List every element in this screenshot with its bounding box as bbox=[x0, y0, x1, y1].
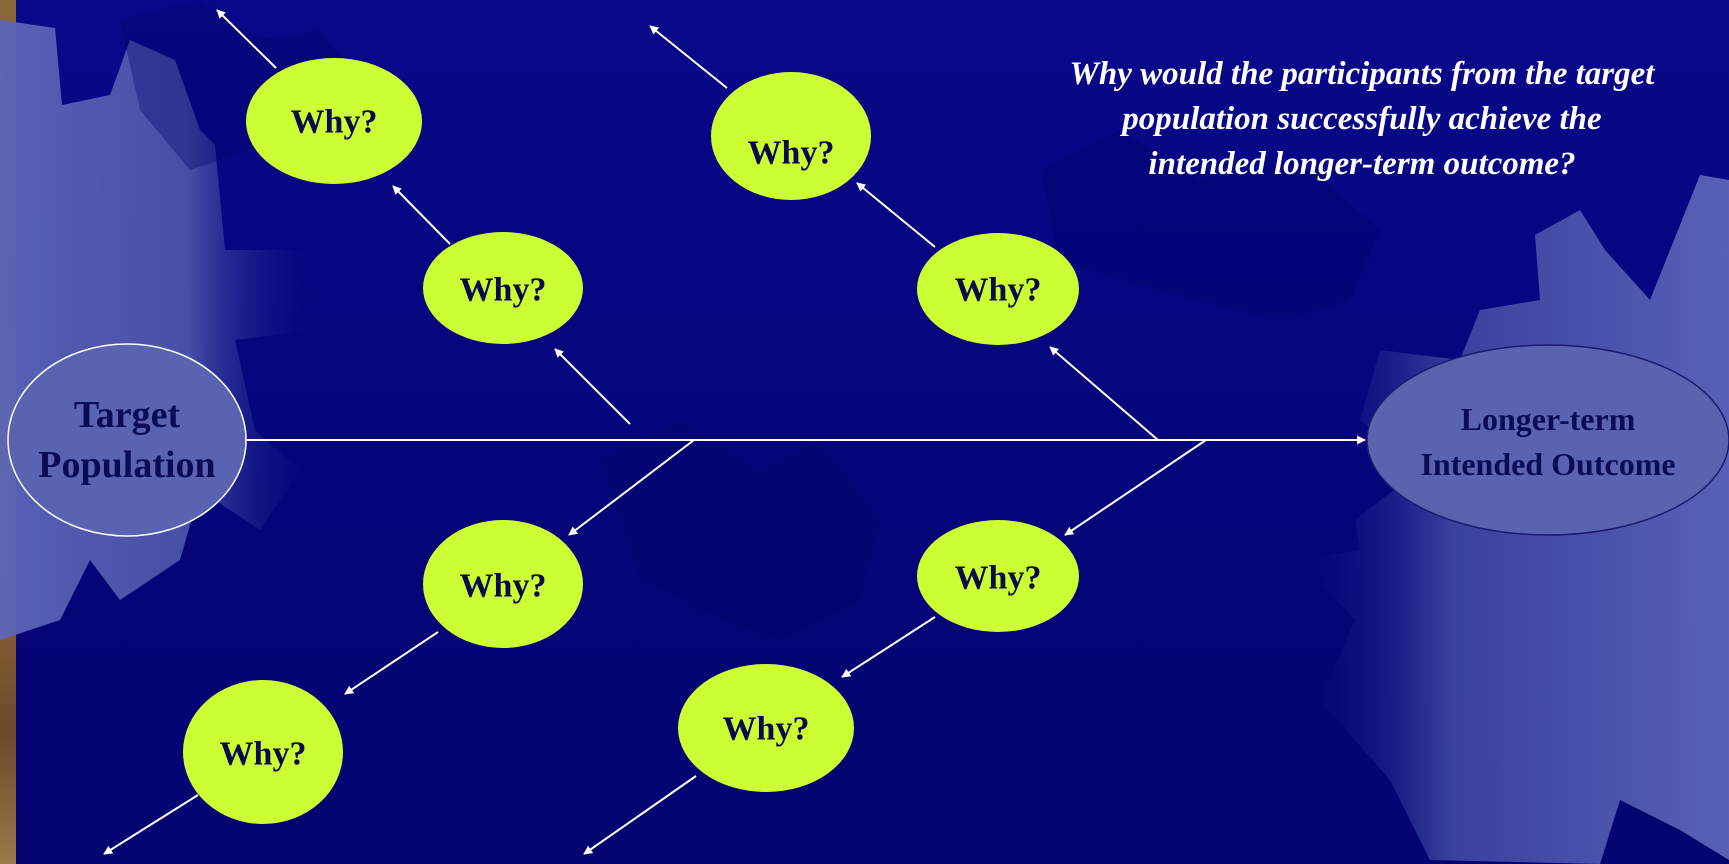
outcome-line2: Intended Outcome bbox=[1420, 446, 1676, 482]
branch-arrow bbox=[344, 631, 439, 695]
why-node bbox=[678, 664, 854, 792]
target-population-line2: Population bbox=[38, 444, 216, 486]
target-population-node bbox=[7, 343, 247, 537]
guiding-question: Why would the participants from the targ… bbox=[1069, 56, 1655, 182]
why-label: Why? bbox=[954, 271, 1042, 309]
why-node bbox=[917, 520, 1079, 632]
branch-arrow bbox=[856, 182, 936, 248]
branch-arrow bbox=[583, 775, 697, 855]
why-node bbox=[917, 233, 1079, 345]
branch-arrow bbox=[554, 348, 631, 425]
branch-arrow bbox=[103, 794, 199, 855]
why-label: Why? bbox=[747, 134, 835, 172]
branch-arrow bbox=[1049, 346, 1159, 441]
why-label: Why? bbox=[722, 710, 810, 748]
why-node bbox=[423, 232, 583, 344]
branch-arrow bbox=[1064, 439, 1207, 536]
why-node bbox=[423, 520, 583, 648]
branch-arrow bbox=[841, 616, 936, 678]
why-label: Why? bbox=[459, 271, 547, 309]
branch-arrow bbox=[392, 185, 451, 245]
outcome-node bbox=[1366, 344, 1729, 536]
why-label: Why? bbox=[219, 735, 307, 773]
branch-arrow bbox=[649, 25, 728, 89]
why-label: Why? bbox=[290, 103, 378, 141]
why-node bbox=[711, 72, 871, 200]
why-label: Why? bbox=[954, 559, 1042, 597]
outcome-label: Longer-term Intended Outcome bbox=[1420, 397, 1675, 487]
branch-arrow bbox=[568, 439, 695, 536]
target-population-label: Target Population bbox=[38, 390, 215, 490]
why-node bbox=[183, 680, 343, 824]
outcome-line1: Longer-term bbox=[1460, 401, 1636, 437]
target-population-line1: Target bbox=[73, 394, 181, 436]
branch-arrow bbox=[216, 9, 277, 69]
why-node bbox=[246, 58, 422, 184]
why-label: Why? bbox=[459, 567, 547, 605]
